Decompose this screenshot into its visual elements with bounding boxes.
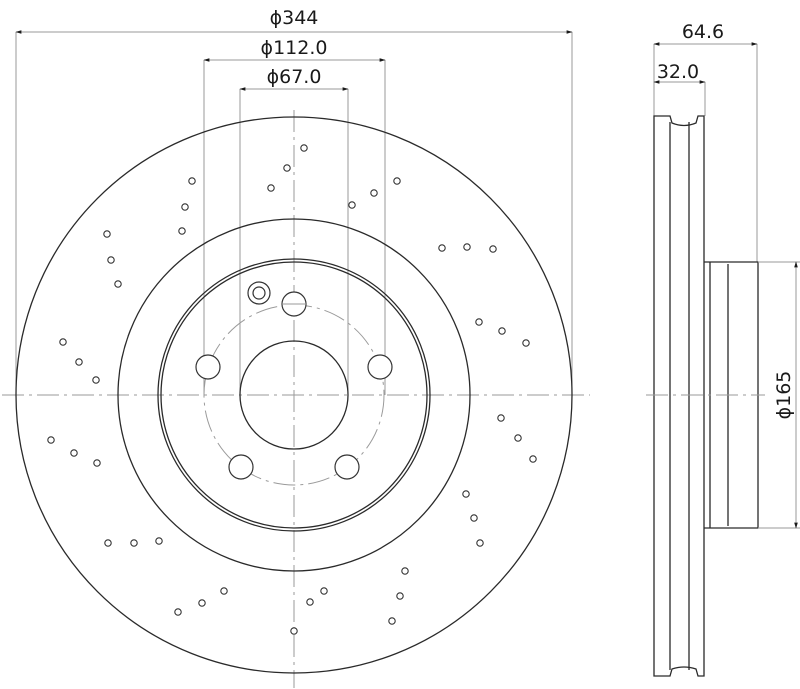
locating-screw-hole [247,281,271,305]
bolt-hole [195,354,221,380]
dim-bolt-circle: ϕ112.0 [203,37,386,395]
front-view [2,110,590,688]
disc-profile [653,115,705,677]
center-bore-label: ϕ67.0 [267,66,322,88]
outer-diameter-label: ϕ344 [270,7,319,29]
total-height-label: 64.6 [682,21,724,43]
bolt-hole [367,354,393,380]
hat-outer [157,258,431,532]
disc-thickness-label: 32.0 [657,61,699,83]
bolt-hole [334,454,360,480]
hat-diameter-label: ϕ165 [773,371,795,420]
bolt-hole [228,454,254,480]
dim-center-bore: ϕ67.0 [239,66,349,395]
cross-drilled-holes [47,144,537,635]
bolt-circle-label: ϕ112.0 [261,37,328,59]
bolt-holes [195,291,393,480]
outer-edge [15,116,573,674]
side-view: 64.6 32.0 ϕ165 [646,21,800,677]
dim-outer-diameter: ϕ344 [15,7,573,395]
friction-ring-inner [117,218,471,572]
hat-outer-inner-line [160,261,428,529]
dim-disc-thickness: 32.0 [653,61,706,116]
dim-hat-diameter: ϕ165 [758,261,800,529]
dim-total-height: 64.6 [653,21,758,262]
center-bore [239,340,349,450]
